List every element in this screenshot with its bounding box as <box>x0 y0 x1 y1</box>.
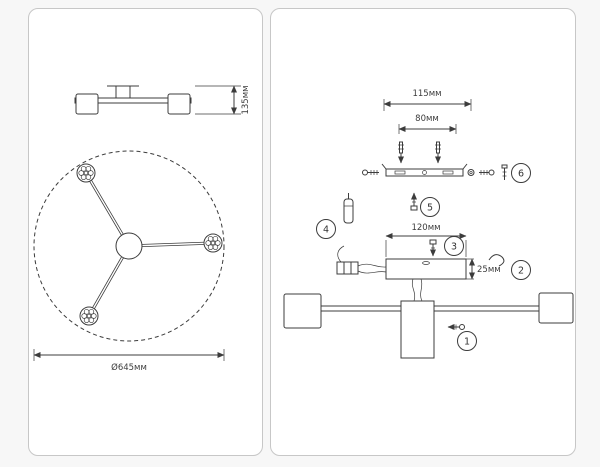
canopy-box <box>385 258 467 280</box>
callout-1: 1 <box>457 331 477 351</box>
callout-6-number: 6 <box>518 169 524 180</box>
callout-5-number: 5 <box>427 203 433 214</box>
shade-bottom-left <box>79 306 99 326</box>
screw-icon-step5 <box>410 192 418 211</box>
driver-part-icon <box>343 193 354 224</box>
right-diagram-svg: 115мм 80мм <box>283 89 574 359</box>
callout-2-number: 2 <box>518 266 524 277</box>
dim-80-label: 80мм <box>415 114 439 124</box>
wires-icon <box>357 263 387 274</box>
dimension-height: 135мм <box>195 85 251 115</box>
fixture-body <box>283 292 574 359</box>
arm-top-left <box>84 172 131 247</box>
arm-right <box>128 241 214 248</box>
callout-6: 6 <box>511 163 531 183</box>
screw-icon-bracket-left <box>362 169 379 176</box>
dimension-80: 80мм <box>398 114 457 134</box>
left-diagram-svg: 135мм <box>33 85 251 373</box>
callout-3-number: 3 <box>451 242 457 253</box>
washer-icon <box>467 169 475 176</box>
shade-right <box>203 233 223 253</box>
dimension-120: 120мм <box>385 223 467 257</box>
hook-icon <box>488 254 505 267</box>
left-panel-dimension-drawing: 135мм <box>28 8 263 456</box>
dim-135-label: 135мм <box>241 85 251 114</box>
callout-5: 5 <box>420 197 440 217</box>
dim-115-label: 115мм <box>412 89 441 99</box>
dim-645-label: Ø645мм <box>111 362 147 373</box>
screw-icon-bracket-right <box>479 169 495 176</box>
callout-3: 3 <box>444 236 464 256</box>
callout-4: 4 <box>316 219 336 239</box>
callout-2: 2 <box>511 260 531 280</box>
fixture-side-view <box>74 85 192 115</box>
dimension-diameter: Ø645мм <box>33 349 225 373</box>
body-wires-icon <box>411 278 423 302</box>
callout-4-number: 4 <box>323 225 329 236</box>
right-panel-assembly-diagram: 115мм 80мм <box>270 8 576 456</box>
dim-120-label: 120мм <box>411 223 440 233</box>
center-canopy-circle <box>115 232 143 260</box>
dimension-115: 115мм <box>383 89 472 111</box>
anchor-icon-right <box>435 141 441 164</box>
mounting-bracket <box>381 163 468 177</box>
dim-25-label: 25мм <box>477 265 501 275</box>
anchor-icon-left <box>398 141 404 164</box>
screw-icon-step1 <box>447 324 465 330</box>
right-lampshade <box>538 292 574 324</box>
terminal-block-icon <box>336 245 359 275</box>
screw-icon-step3 <box>429 239 437 257</box>
callout-1-number: 1 <box>464 337 470 348</box>
screw-icon-step6 <box>501 164 508 180</box>
left-lampshade <box>283 293 322 329</box>
outline-circle <box>33 150 225 342</box>
dimension-25: 25мм <box>466 258 501 280</box>
shade-top-left <box>76 163 96 183</box>
fixture-top-view <box>33 150 225 342</box>
